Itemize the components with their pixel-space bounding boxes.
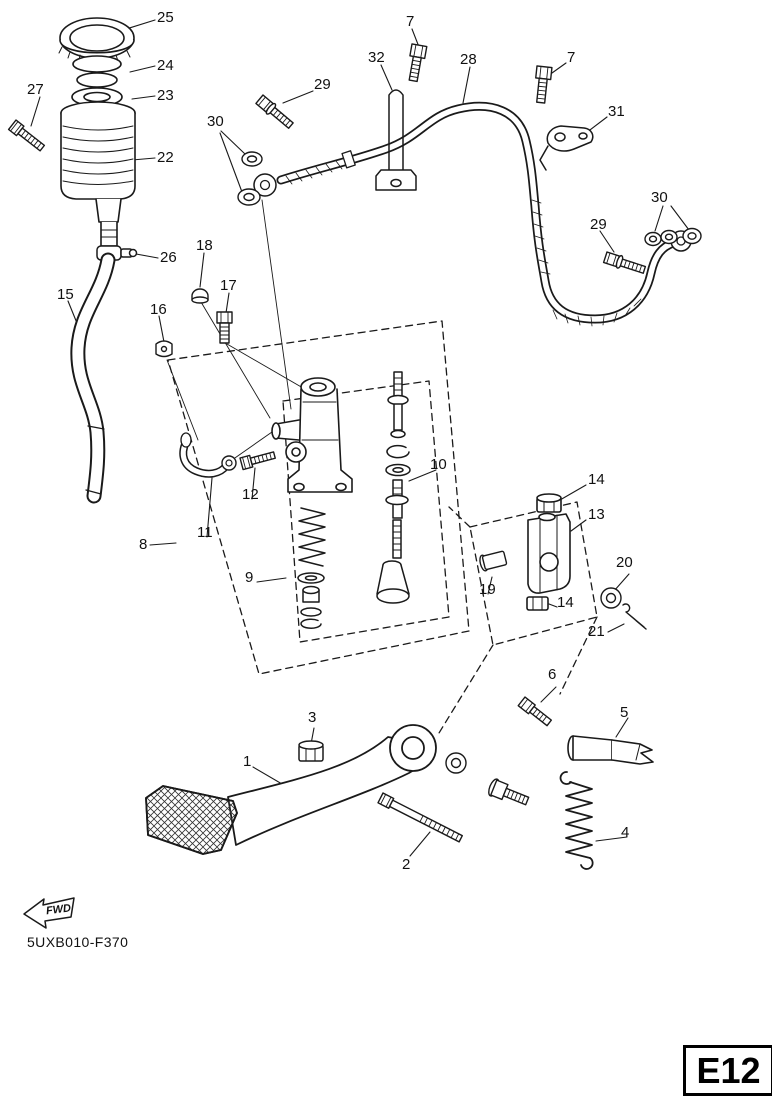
part-label-28: 28 <box>460 51 477 68</box>
part-label-24: 24 <box>157 57 174 74</box>
part-label-14: 14 <box>588 471 605 488</box>
bolt-2 <box>377 792 463 843</box>
pivot-bolt <box>488 778 530 806</box>
part-label-12: 12 <box>242 486 259 503</box>
bracket-32 <box>375 89 417 191</box>
washers-30-left <box>237 151 263 206</box>
part-label-17: 17 <box>220 277 237 294</box>
part-label-27: 27 <box>27 81 44 98</box>
part-label-8: 8 <box>139 536 148 553</box>
part-label-4: 4 <box>621 824 630 841</box>
bolt-29-right <box>602 251 647 274</box>
piston-assembly <box>376 371 411 604</box>
part-label-29: 29 <box>314 76 331 93</box>
part-label-22: 22 <box>157 149 174 166</box>
part-label-16: 16 <box>150 301 167 318</box>
bolt-29-left <box>255 94 294 129</box>
part-label-32: 32 <box>368 49 385 66</box>
page-ref-label: E12 <box>696 1049 761 1091</box>
bolt-17 <box>216 311 233 344</box>
part-label-21: 21 <box>588 623 605 640</box>
nut-3 <box>298 740 324 762</box>
part-label-11: 11 <box>197 524 213 541</box>
part-label-23: 23 <box>157 87 174 104</box>
washers-30-right <box>644 227 702 247</box>
part-label-13: 13 <box>588 506 605 523</box>
part-label-7: 7 <box>406 13 415 30</box>
spring-and-washers <box>297 507 326 629</box>
fwd-arrow-label: FWD <box>45 902 71 917</box>
part-label-26: 26 <box>160 249 177 266</box>
reservoir-body <box>60 101 136 247</box>
cotter-pin-21 <box>622 603 647 630</box>
part-label-31: 31 <box>608 103 625 120</box>
part-label-6: 6 <box>548 666 557 683</box>
part-label-2: 2 <box>402 856 411 873</box>
part-label-25: 25 <box>157 9 174 26</box>
pin-19 <box>479 550 508 572</box>
part-label-3: 3 <box>308 709 317 726</box>
brake-pedal-1 <box>145 724 437 855</box>
part-label-10: 10 <box>430 456 447 473</box>
part-label-29: 29 <box>590 216 607 233</box>
diagram-code: 5UXB010-F370 <box>27 934 129 950</box>
joint-hose-11 <box>179 432 237 478</box>
page-ref-box: E12 <box>683 1045 772 1096</box>
clamp-16 <box>155 340 173 358</box>
part-label-15: 15 <box>57 286 74 303</box>
return-spring-4 <box>559 771 594 870</box>
bracket-31 <box>539 125 594 171</box>
screw-27 <box>7 119 46 152</box>
brake-pipe-28 <box>253 101 692 327</box>
cap-nut-18 <box>191 288 209 304</box>
reservoir-hose-15 <box>70 252 116 504</box>
part-label-7: 7 <box>567 49 576 66</box>
part-label-14: 14 <box>557 594 574 611</box>
master-cylinder <box>271 377 353 493</box>
clevis-assembly <box>526 493 571 611</box>
part-label-1: 1 <box>243 753 252 770</box>
pushrod-joint-5 <box>567 735 654 765</box>
part-label-5: 5 <box>620 704 629 721</box>
bolt-7-top <box>408 43 428 83</box>
fwd-arrow-icon <box>23 897 75 929</box>
part-label-19: 19 <box>479 581 496 598</box>
reservoir-cap <box>58 17 135 107</box>
part-label-30: 30 <box>651 189 668 206</box>
part-label-30: 30 <box>207 113 224 130</box>
bolt-12 <box>239 451 276 471</box>
washer-20 <box>600 587 622 609</box>
bolt-7-right <box>535 65 553 104</box>
part-label-20: 20 <box>616 554 633 571</box>
pivot-washer <box>445 752 467 774</box>
part-label-18: 18 <box>196 237 213 254</box>
bolt-6 <box>517 696 553 727</box>
leader-lines <box>30 19 690 857</box>
part-label-9: 9 <box>245 569 254 586</box>
